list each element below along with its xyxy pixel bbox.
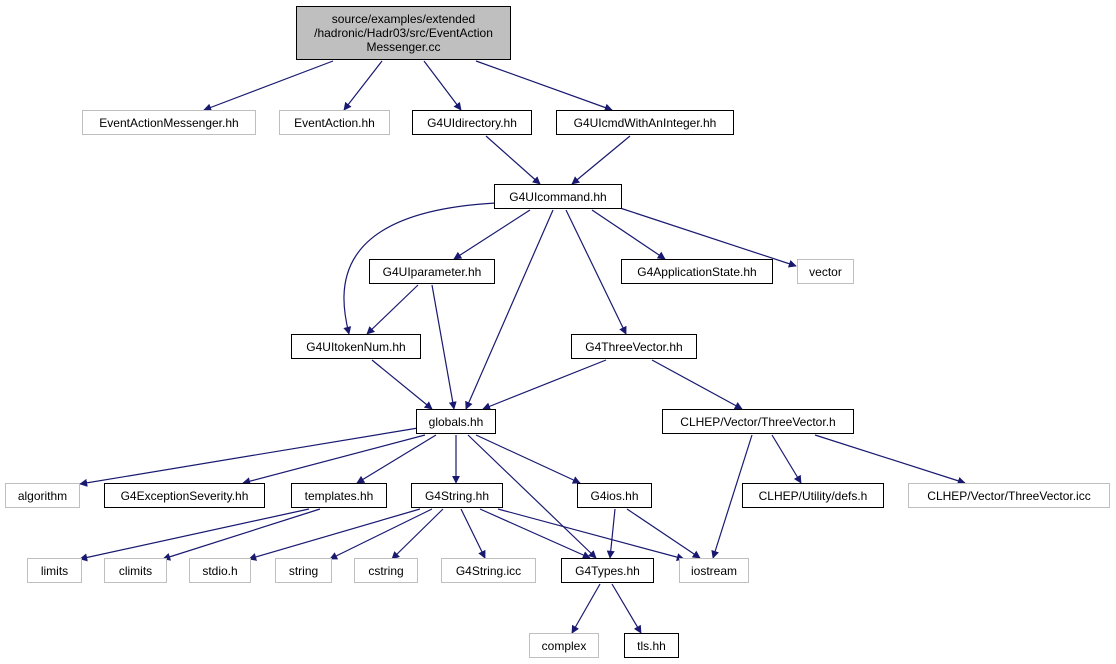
root-file-line-2: /hadronic/Hadr03/src/EventAction [314, 26, 493, 40]
root-file-node: source/examples/extended /hadronic/Hadr0… [296, 6, 511, 60]
root-file-line-1: source/examples/extended [331, 12, 476, 26]
node-g4ios-hh[interactable]: G4ios.hh [577, 483, 652, 508]
node-g4uicmdwithaninteger-hh[interactable]: G4UIcmdWithAnInteger.hh [556, 110, 734, 135]
edge-tokennum-globals [371, 359, 433, 410]
node-g4uitokennum-hh[interactable]: G4UItokenNum.hh [291, 334, 421, 359]
node-cstring: cstring [354, 558, 418, 583]
edge-uicmd-threevec [565, 209, 627, 335]
edge-threevec-clhep [651, 359, 743, 410]
node-vector: vector [797, 259, 854, 284]
node-g4uidirectory-hh[interactable]: G4UIdirectory.hh [412, 110, 532, 135]
node-stdio-h: stdio.h [189, 558, 251, 583]
node-templates-hh[interactable]: templates.hh [291, 483, 387, 508]
node-clhep-vector-threevector-icc: CLHEP/Vector/ThreeVector.icc [908, 483, 1110, 508]
edge-globals-g4ios [475, 434, 581, 484]
edge-g4string-string [329, 508, 433, 560]
edge-templates-limits [79, 508, 310, 562]
edge-uidir-uicmd [485, 135, 541, 185]
node-g4applicationstate-hh[interactable]: G4ApplicationState.hh [621, 259, 773, 284]
node-clhep-vector-threevector-h[interactable]: CLHEP/Vector/ThreeVector.h [662, 409, 854, 434]
edge-uiparam-tokennum [366, 284, 419, 335]
node-g4string-icc: G4String.icc [441, 558, 536, 583]
edge-g4string-cstring [391, 508, 444, 560]
edge-g4types-complex [571, 583, 601, 634]
edge-g4string-icc [460, 508, 486, 559]
edge-root-ea [343, 60, 383, 111]
edge-globals-severity [242, 434, 426, 486]
node-g4uiparameter-hh[interactable]: G4UIparameter.hh [369, 259, 495, 284]
node-eventaction-hh: EventAction.hh [279, 110, 390, 135]
edge-g4string-g4types [479, 508, 591, 559]
node-clhep-utility-defs-h[interactable]: CLHEP/Utility/defs.h [742, 483, 884, 508]
node-g4uicommand-hh[interactable]: G4UIcommand.hh [494, 184, 622, 209]
edge-root-uidir [423, 60, 462, 111]
edge-globals-templates [356, 434, 437, 484]
edge-g4string-stdio [248, 508, 421, 561]
edge-root-eam [203, 60, 334, 112]
edge-uiparam-globals [431, 284, 457, 410]
edge-globals-algorithm [79, 427, 419, 487]
node-limits: limits [27, 558, 82, 583]
edge-uicmd-globals [465, 209, 554, 410]
edge-g4ios-iostream [626, 508, 701, 559]
node-g4types-hh[interactable]: G4Types.hh [561, 558, 654, 583]
node-eventactionmessenger-hh: EventActionMessenger.hh [82, 110, 256, 135]
node-g4threevector-hh[interactable]: G4ThreeVector.hh [571, 334, 697, 359]
root-file-line-3: Messenger.cc [366, 40, 441, 54]
edge-uicmd-uiparam [453, 209, 531, 260]
edge-templates-climits [162, 508, 321, 561]
edge-clhep-icc [814, 434, 966, 485]
node-globals-hh[interactable]: globals.hh [416, 409, 496, 434]
edge-g4types-tls [611, 583, 642, 634]
edge-uicmd-appstate [591, 209, 666, 260]
edge-g4string-iostream [497, 508, 685, 561]
edge-uicmdint-uicmd [571, 135, 631, 185]
node-g4string-hh[interactable]: G4String.hh [411, 483, 503, 508]
node-tls-hh[interactable]: tls.hh [624, 633, 679, 658]
edge-clhep-iostream [711, 434, 753, 559]
edge-uicmd-vector [619, 207, 797, 268]
node-g4exceptionseverity-hh[interactable]: G4ExceptionSeverity.hh [104, 483, 265, 508]
node-complex: complex [529, 633, 599, 658]
node-climits: climits [104, 558, 167, 583]
edge-root-uicmdint [475, 60, 613, 112]
edge-uicmd-uitokennum [343, 202, 497, 335]
node-algorithm: algorithm [5, 483, 80, 508]
node-iostream: iostream [679, 558, 749, 583]
edge-threevec-globals [482, 359, 607, 411]
edge-clhep-defs [771, 434, 802, 484]
node-string: string [275, 558, 332, 583]
edge-globals-g4types [467, 434, 597, 559]
edge-g4ios-g4types [606, 508, 616, 559]
